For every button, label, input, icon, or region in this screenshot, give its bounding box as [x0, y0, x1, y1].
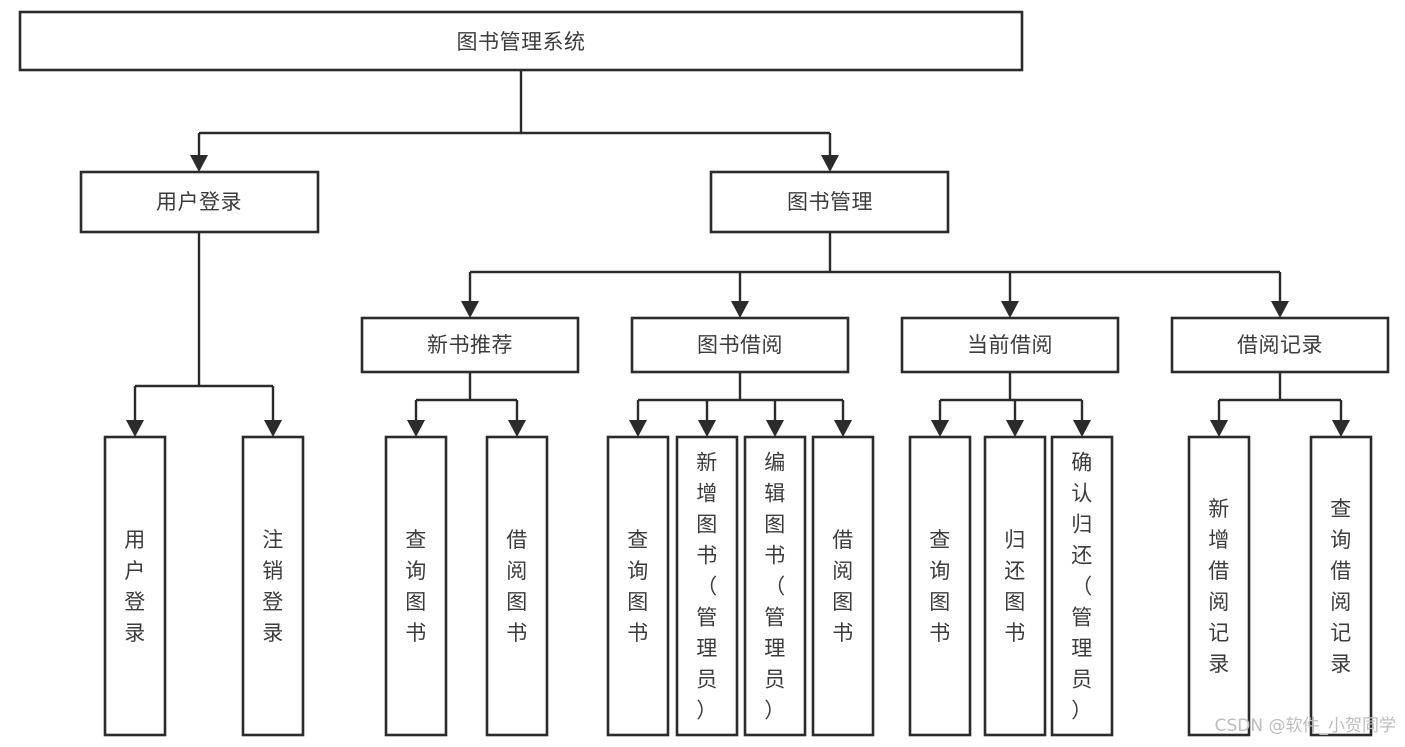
leaf-node-layer: 用户登录 注销登录 查询图书 借阅图书 查询图书 新增图书（管理员） 编辑图书（管理员） 借阅…	[103, 435, 1373, 737]
node-new-book-recommend[interactable]: 新书推荐	[360, 316, 580, 374]
leaf-node-box[interactable]	[1050, 435, 1114, 737]
leaf-node-label: 归还图书	[1004, 528, 1026, 645]
arrowhead-icon	[698, 420, 716, 437]
arrowhead-icon	[1073, 420, 1091, 437]
arrowhead-icon	[126, 420, 144, 437]
arrowhead-layer	[126, 155, 1350, 437]
edge-bookmgmt-trunk	[468, 232, 1282, 301]
leaf-node[interactable]: 新增图书（管理员）	[675, 435, 739, 737]
arrowhead-icon	[1271, 301, 1289, 318]
edge-root-trunk	[197, 70, 832, 155]
leaf-node[interactable]: 查询图书	[384, 435, 448, 737]
leaf-node[interactable]: 归还图书	[983, 435, 1047, 737]
connector-layer	[133, 70, 1343, 420]
leaf-node[interactable]: 注销登录	[241, 435, 305, 737]
leaf-node-label: 查询图书	[929, 528, 951, 645]
arrowhead-icon	[931, 420, 949, 437]
arrowhead-icon	[461, 301, 479, 318]
edge-current-trunk	[938, 372, 1084, 420]
leaf-node-box[interactable]	[1187, 435, 1251, 737]
leaf-node[interactable]: 查询图书	[908, 435, 972, 737]
leaf-node-label: 新增借阅记录	[1208, 497, 1230, 676]
watermark-label: CSDN @软件_小贺同学	[1215, 716, 1396, 736]
arrowhead-icon	[1210, 420, 1228, 437]
node-book-management-label: 图书管理	[787, 190, 873, 214]
edge-login-trunk	[133, 232, 275, 420]
leaf-node-label: 查询借阅记录	[1330, 497, 1352, 676]
arrowhead-icon	[821, 155, 839, 172]
leaf-node-box[interactable]	[485, 435, 549, 737]
leaf-node-box[interactable]	[811, 435, 875, 737]
node-root-label: 图书管理系统	[457, 30, 586, 54]
arrowhead-icon	[834, 420, 852, 437]
leaf-node[interactable]: 查询图书	[606, 435, 670, 737]
node-user-login-box[interactable]	[79, 170, 320, 234]
leaf-node-label: 编辑图书（管理员）	[764, 450, 786, 722]
node-user-login-label: 用户登录	[156, 190, 242, 214]
node-borrow-record[interactable]: 借阅记录	[1170, 316, 1390, 374]
node-book-borrow-box[interactable]	[630, 316, 850, 374]
node-current-borrow-box[interactable]	[900, 316, 1120, 374]
leaf-node-label: 新增图书（管理员）	[696, 450, 718, 722]
leaf-node[interactable]: 确认归还（管理员）	[1050, 435, 1114, 737]
arrowhead-icon	[731, 301, 749, 318]
arrowhead-icon	[1332, 420, 1350, 437]
node-user-login[interactable]: 用户登录	[79, 170, 320, 234]
arrowhead-icon	[264, 420, 282, 437]
node-root-box[interactable]	[18, 10, 1024, 72]
leaf-node-box[interactable]	[241, 435, 305, 737]
leaf-node-box[interactable]	[983, 435, 1047, 737]
leaf-node-label: 借阅图书	[506, 528, 528, 645]
leaf-node-label: 借阅图书	[832, 528, 854, 645]
leaf-node[interactable]: 用户登录	[103, 435, 167, 737]
leaf-node[interactable]: 编辑图书（管理员）	[743, 435, 807, 737]
node-borrow-record-box[interactable]	[1170, 316, 1390, 374]
leaf-node[interactable]: 新增借阅记录	[1187, 435, 1251, 737]
leaf-node-box[interactable]	[908, 435, 972, 737]
node-current-borrow-label: 当前借阅	[967, 333, 1053, 357]
node-new-book-recommend-box[interactable]	[360, 316, 580, 374]
arrowhead-icon	[629, 420, 647, 437]
node-book-management[interactable]: 图书管理	[709, 170, 950, 234]
edge-newbook-trunk	[414, 372, 519, 420]
leaf-node-box[interactable]	[675, 435, 739, 737]
leaf-node[interactable]: 借阅图书	[811, 435, 875, 737]
leaf-node-label: 确认归还（管理员）	[1071, 450, 1093, 722]
node-root[interactable]: 图书管理系统	[18, 10, 1024, 72]
leaf-node-label: 用户登录	[124, 528, 146, 645]
leaf-node-box[interactable]	[1309, 435, 1373, 737]
leaf-node-label: 查询图书	[627, 528, 649, 645]
edge-borrow-trunk	[636, 372, 845, 420]
edge-record-trunk	[1217, 372, 1343, 420]
node-book-borrow[interactable]: 图书借阅	[630, 316, 850, 374]
leaf-node-box[interactable]	[743, 435, 807, 737]
leaf-node[interactable]: 查询借阅记录	[1309, 435, 1373, 737]
leaf-node-label: 查询图书	[405, 528, 427, 645]
node-current-borrow[interactable]: 当前借阅	[900, 316, 1120, 374]
leaf-node-box[interactable]	[103, 435, 167, 737]
node-book-management-box[interactable]	[709, 170, 950, 234]
node-new-book-recommend-label: 新书推荐	[427, 333, 513, 357]
leaf-node[interactable]: 借阅图书	[485, 435, 549, 737]
arrowhead-icon	[1006, 420, 1024, 437]
node-borrow-record-label: 借阅记录	[1237, 333, 1323, 357]
leaf-node-box[interactable]	[384, 435, 448, 737]
arrowhead-icon	[1001, 301, 1019, 318]
arrowhead-icon	[766, 420, 784, 437]
arrowhead-icon	[190, 155, 208, 172]
node-book-borrow-label: 图书借阅	[697, 333, 783, 357]
leaf-node-label: 注销登录	[262, 528, 284, 645]
leaf-node-box[interactable]	[606, 435, 670, 737]
arrowhead-icon	[508, 420, 526, 437]
arrowhead-icon	[407, 420, 425, 437]
